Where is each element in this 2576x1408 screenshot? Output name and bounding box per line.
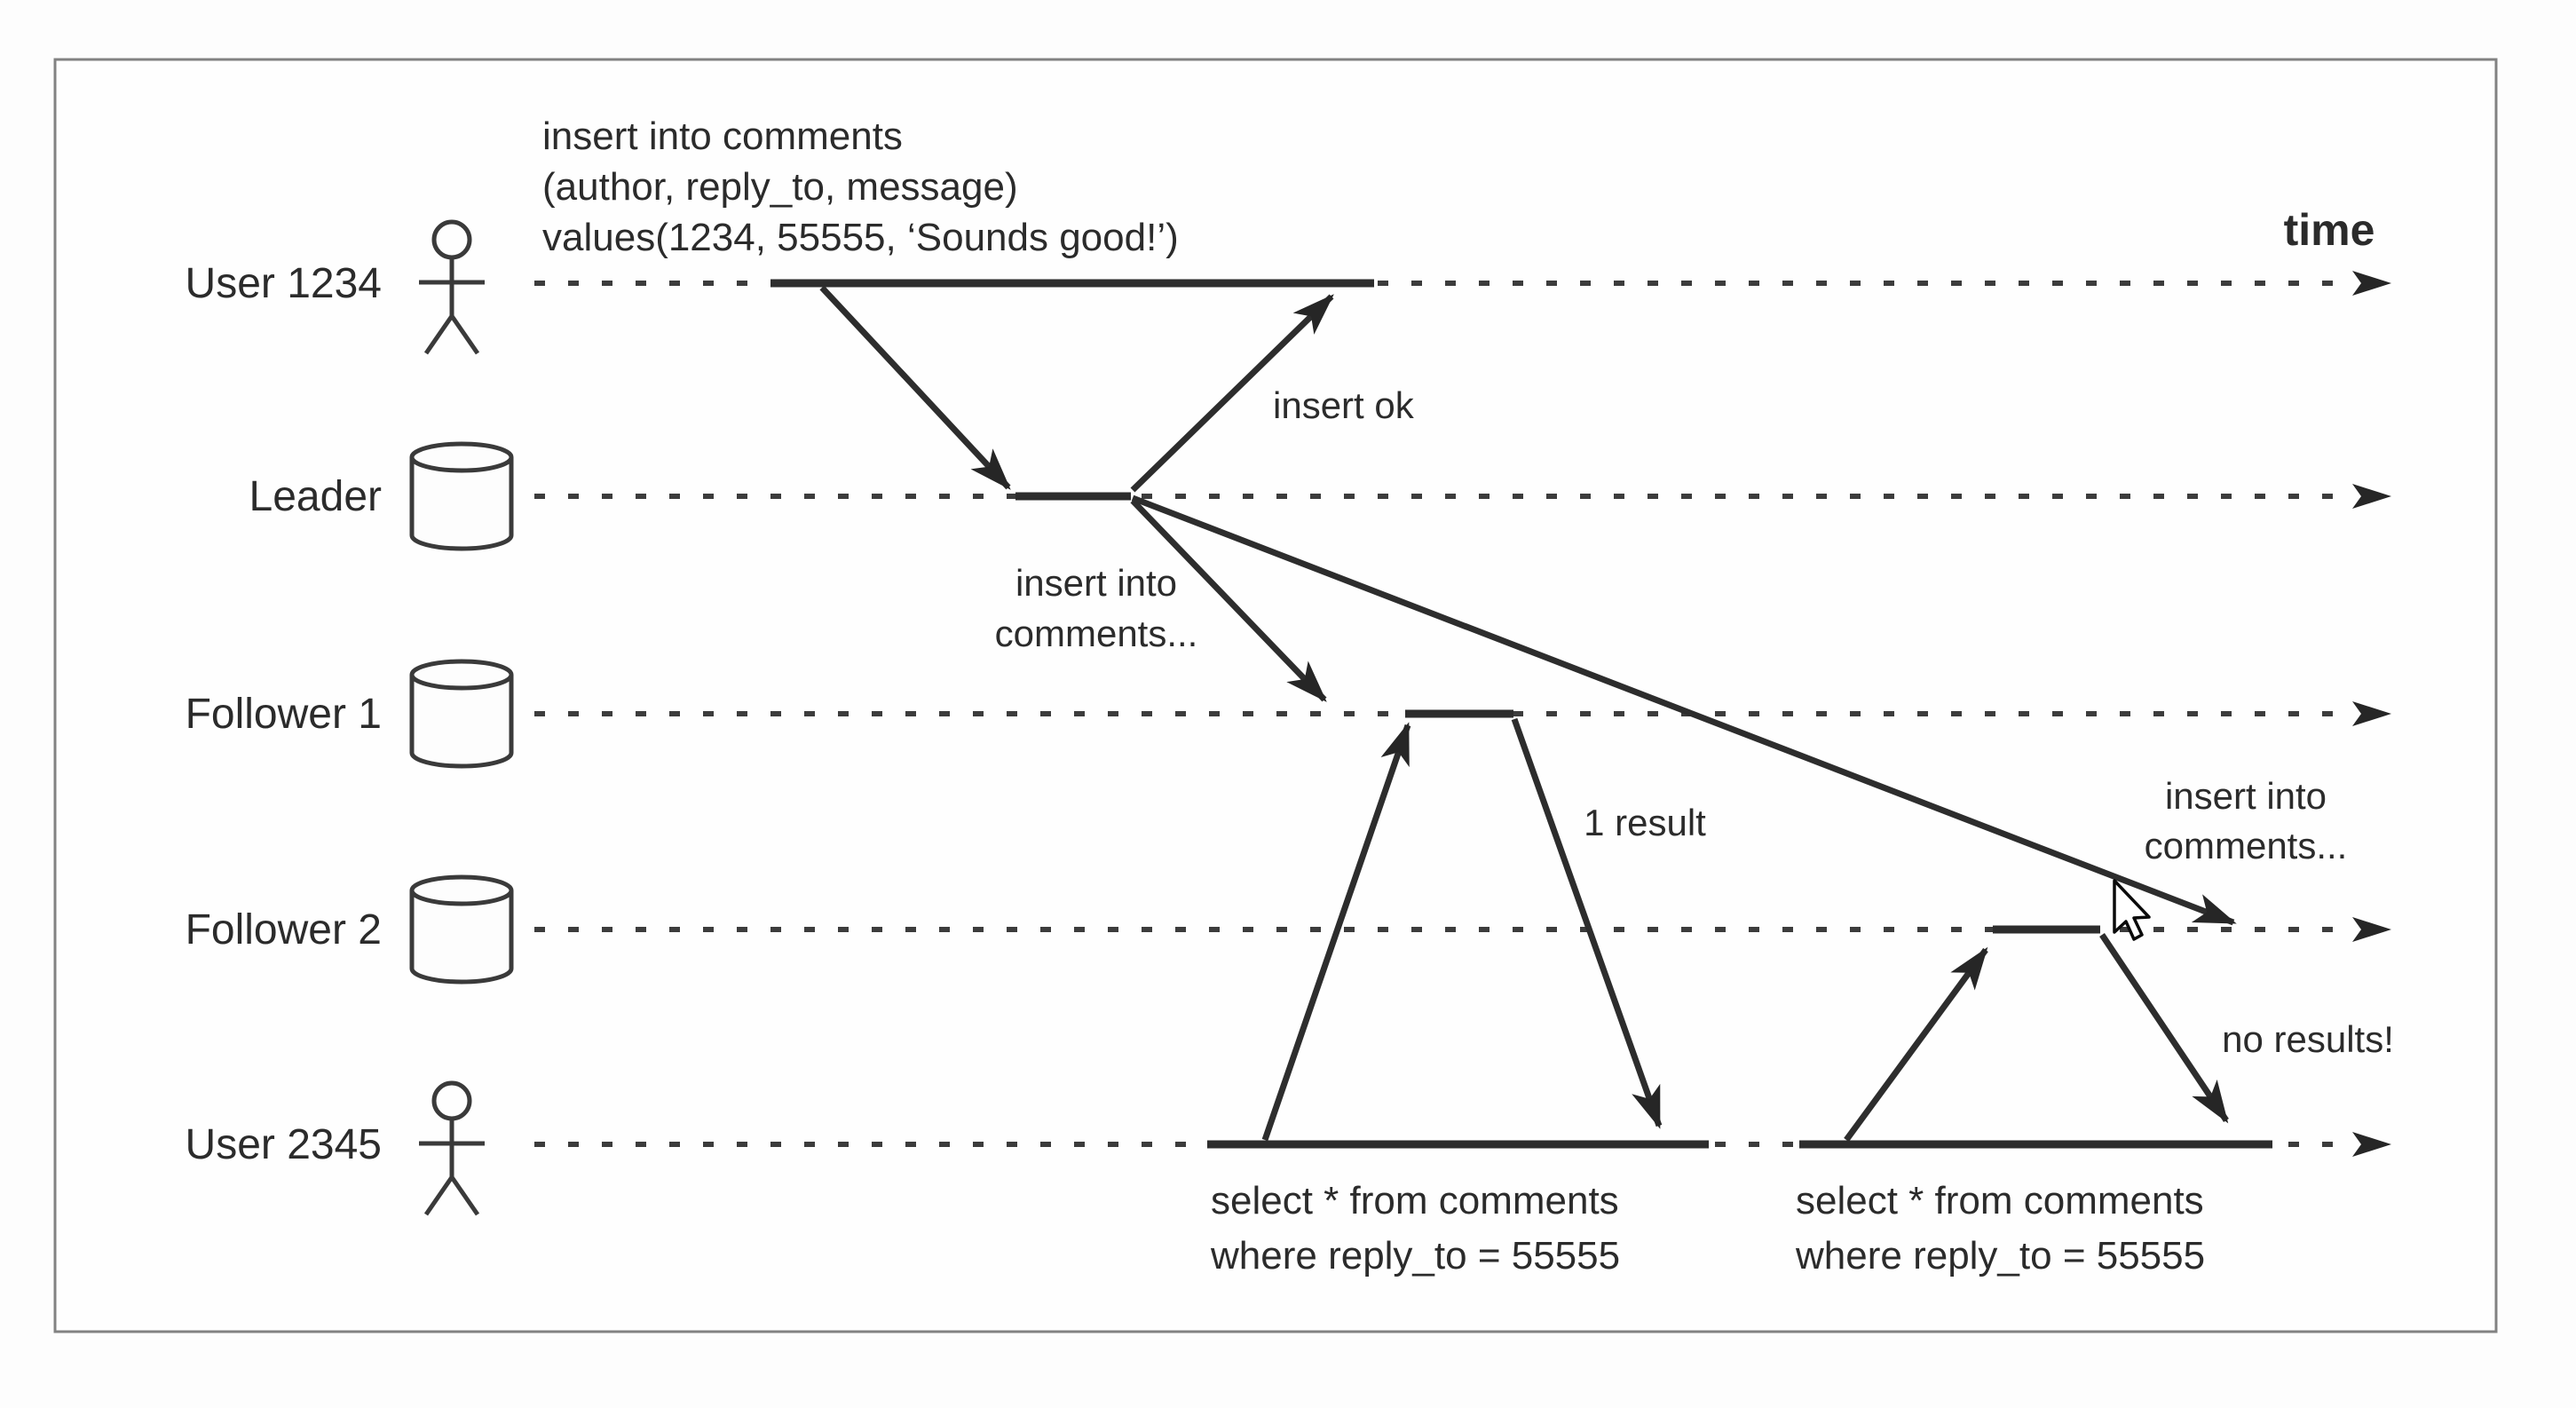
read-query1-line1: select * from comments	[1211, 1179, 1619, 1222]
replicate-follower2-line1: insert into	[2165, 775, 2327, 817]
activity-segments	[770, 279, 2272, 1149]
replicate-follower1-line1: insert into	[1015, 562, 1177, 604]
arrow-insert-to-leader	[819, 285, 1011, 490]
arrow-insert-ok	[1130, 294, 1334, 493]
arrow-replicate-follower-1	[1130, 498, 1327, 702]
timeline-arrowhead-icon	[2352, 701, 2391, 726]
write-query-line2: (author, reply_to, message)	[542, 165, 1018, 209]
actor-label-follower-2: Follower 2	[186, 906, 382, 953]
insert-ok-label: insert ok	[1273, 384, 1415, 426]
replicate-follower1-line2: comments...	[995, 613, 1198, 654]
arrow-result-follower-1	[1511, 717, 1663, 1129]
write-query-line3: values(1234, 55555, ‘Sounds good!’)	[542, 216, 1179, 259]
actor-label-follower-1: Follower 1	[186, 691, 382, 738]
actor-label-user-2345: User 2345	[186, 1121, 382, 1168]
arrow-no-results-follower-2	[2099, 933, 2229, 1124]
write-query-line1: insert into comments	[542, 115, 903, 158]
database-cylinder-icon	[409, 874, 514, 985]
timeline-arrowhead-icon	[2352, 917, 2391, 942]
arrow-select-follower-2	[1844, 946, 1988, 1143]
timelines	[534, 271, 2391, 1157]
no-results-label: no results!	[2222, 1018, 2394, 1060]
one-result-label: 1 result	[1584, 802, 1706, 843]
arrow-replicate-follower-2	[1131, 494, 2237, 926]
message-arrows	[819, 285, 2237, 1143]
actor-label-leader: Leader	[249, 473, 382, 520]
time-axis-label: time	[2284, 205, 2375, 255]
replicate-follower2-line2: comments...	[2145, 825, 2348, 866]
mouse-cursor-icon	[2113, 879, 2151, 941]
actor-label-user-1234: User 1234	[186, 260, 382, 307]
read-query2-line1: select * from comments	[1796, 1179, 2204, 1222]
stick-figure-person-icon	[419, 1080, 485, 1216]
actor-icons	[409, 219, 514, 1216]
annotation-labels: insert into comments (author, reply_to, …	[542, 115, 2394, 1277]
read-query1-line2: where reply_to = 55555	[1210, 1234, 1620, 1277]
timeline-arrowhead-icon	[2352, 1132, 2391, 1157]
database-cylinder-icon	[409, 441, 514, 551]
stick-figure-person-icon	[419, 219, 485, 355]
database-cylinder-icon	[409, 659, 514, 769]
read-query2-line2: where reply_to = 55555	[1795, 1234, 2205, 1277]
actor-labels: User 1234 Leader Follower 1 Follower 2 U…	[186, 260, 382, 1168]
timeline-arrowhead-icon	[2352, 484, 2391, 509]
arrow-select-follower-1	[1261, 722, 1411, 1142]
timeline-arrowhead-icon	[2352, 271, 2391, 296]
